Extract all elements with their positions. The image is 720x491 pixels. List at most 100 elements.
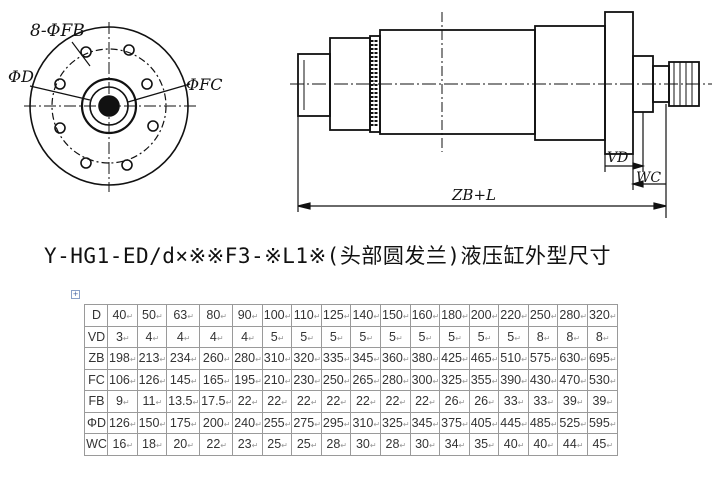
table-cell: 126↵ xyxy=(107,411,138,434)
cell-value: 200 xyxy=(470,308,492,323)
cell-end-mark: ↵ xyxy=(343,376,351,386)
cell-end-mark: ↵ xyxy=(343,355,351,365)
cell-value: 126 xyxy=(109,415,130,430)
table-cell: 220↵ xyxy=(498,304,529,327)
table-cell: 22↵ xyxy=(261,390,293,413)
cell-end-mark: ↵ xyxy=(491,419,499,429)
table-move-handle[interactable]: + xyxy=(71,290,80,299)
cell-end-mark: ↵ xyxy=(550,355,558,365)
cell-end-mark: ↵ xyxy=(126,312,134,322)
cell-end-mark: ↵ xyxy=(129,419,137,429)
table-cell: 255↵ xyxy=(261,411,293,434)
cell-value: 4 xyxy=(241,329,249,344)
cell-value: 23 xyxy=(237,437,252,452)
cell-value: 20 xyxy=(173,437,188,452)
table-cell: 50↵ xyxy=(136,304,168,327)
table-cell: 39↵ xyxy=(586,390,618,413)
cell-end-mark: ↵ xyxy=(369,398,377,408)
cell-end-mark: ↵ xyxy=(517,441,525,451)
bolt-count-label: 8-ΦFB xyxy=(30,21,85,41)
cell-end-mark: ↵ xyxy=(155,441,163,451)
row-header-label: WC xyxy=(86,437,107,452)
table-cell: 150↵ xyxy=(380,304,411,327)
cell-end-mark: ↵ xyxy=(458,398,466,408)
table-cell: 470↵ xyxy=(557,368,588,391)
cell-end-mark: ↵ xyxy=(462,419,469,429)
row-header-label: D xyxy=(91,308,102,323)
cell-value: 22 xyxy=(415,394,429,409)
cell-value: 530 xyxy=(588,372,610,387)
cell-value: 5 xyxy=(507,329,515,344)
cell-value: 150 xyxy=(138,415,160,430)
cell-value: 125 xyxy=(322,308,344,323)
cell-end-mark: ↵ xyxy=(310,441,318,451)
cell-value: 25 xyxy=(296,437,311,452)
cell-value: 380 xyxy=(411,351,433,366)
cell-end-mark: ↵ xyxy=(576,441,584,451)
cell-value: 360 xyxy=(382,351,403,366)
cell-value: 17.5 xyxy=(201,394,226,409)
cell-value: 80 xyxy=(206,308,221,323)
table-cell: 34↵ xyxy=(439,433,470,456)
diameter-fc-label: ΦFC xyxy=(186,75,222,94)
cell-end-mark: ↵ xyxy=(602,333,610,343)
cell-value: 295 xyxy=(322,415,344,430)
cell-end-mark: ↵ xyxy=(277,333,285,343)
table-cell: 445↵ xyxy=(498,411,529,434)
cell-end-mark: ↵ xyxy=(373,312,381,322)
cell-end-mark: ↵ xyxy=(402,312,410,322)
table-cell: 345↵ xyxy=(409,411,441,434)
cell-value: 44 xyxy=(562,437,577,452)
table-cell: 4↵ xyxy=(166,325,201,348)
cell-value: 45 xyxy=(592,437,607,452)
cell-value: 35 xyxy=(474,437,489,452)
cell-end-mark: ↵ xyxy=(343,312,351,322)
table-cell: 240↵ xyxy=(232,411,263,434)
cell-end-mark: ↵ xyxy=(521,355,528,365)
cell-value: 390 xyxy=(500,372,522,387)
cell-end-mark: ↵ xyxy=(373,419,381,429)
cell-end-mark: ↵ xyxy=(152,333,160,343)
cell-value: 22 xyxy=(237,394,252,409)
cell-end-mark: ↵ xyxy=(126,441,134,451)
cell-value: 145 xyxy=(169,372,191,387)
cell-value: 40 xyxy=(503,437,518,452)
cell-value: 465 xyxy=(470,351,492,366)
cell-value: 255 xyxy=(263,415,285,430)
cell-value: 250 xyxy=(322,372,344,387)
cell-end-mark: ↵ xyxy=(255,376,262,386)
table-cell: 320↵ xyxy=(291,347,322,370)
table-cell: 230↵ xyxy=(291,368,322,391)
table-cell: 260↵ xyxy=(199,347,234,370)
cell-value: 100 xyxy=(263,308,285,323)
cell-end-mark: ↵ xyxy=(402,376,410,386)
cell-value: 50 xyxy=(142,308,156,323)
cell-end-mark: ↵ xyxy=(488,398,495,408)
cell-value: 22 xyxy=(296,394,311,409)
table-cell: 16↵ xyxy=(107,433,138,456)
table-cell: 375↵ xyxy=(439,411,470,434)
cell-end-mark: ↵ xyxy=(122,398,130,408)
cell-value: 5 xyxy=(477,329,485,344)
cell-end-mark: ↵ xyxy=(223,376,231,386)
cell-end-mark: ↵ xyxy=(517,398,525,408)
cell-end-mark: ↵ xyxy=(192,398,200,408)
cell-value: 30 xyxy=(415,437,429,452)
cell-value: 230 xyxy=(293,372,315,387)
cell-end-mark: ↵ xyxy=(251,441,259,451)
cylinder-drawing: 8-ΦFB ΦD ΦFC VD WC ZB+L xyxy=(8,11,712,218)
cell-end-mark: ↵ xyxy=(225,398,233,408)
table-cell: 23↵ xyxy=(232,433,263,456)
cell-value: 63 xyxy=(173,308,188,323)
cell-end-mark: ↵ xyxy=(190,355,198,365)
cell-value: 33 xyxy=(503,394,518,409)
cell-value: 300 xyxy=(411,372,433,387)
cell-value: 5 xyxy=(359,329,367,344)
table-cell: 300↵ xyxy=(409,368,441,391)
table-cell: 40↵ xyxy=(498,433,529,456)
cell-end-mark: ↵ xyxy=(343,419,351,429)
table-cell: 28↵ xyxy=(380,433,411,456)
cell-end-mark: ↵ xyxy=(373,376,381,386)
